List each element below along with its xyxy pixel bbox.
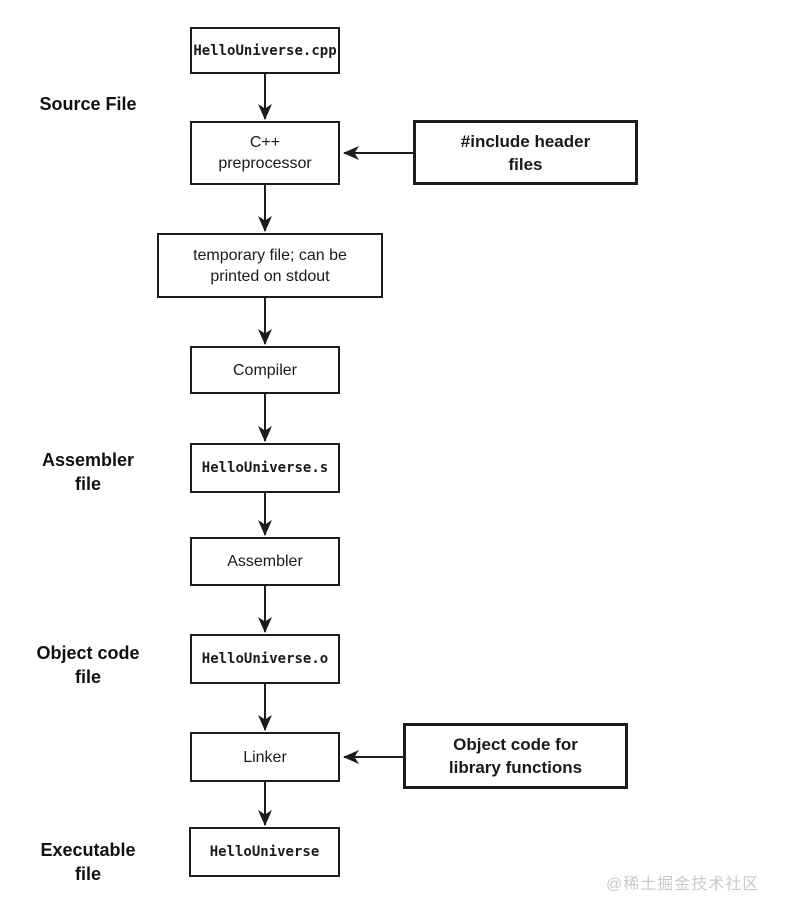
- label-line: Object code: [36, 643, 140, 663]
- callout-text: files: [508, 154, 543, 174]
- node-text: HelloUniverse.s: [201, 460, 329, 476]
- label-object-code-file: Object code file: [18, 641, 158, 689]
- watermark-text: @稀土掘金技术社区: [606, 876, 760, 893]
- node-text: printed on stdout: [210, 267, 330, 285]
- node-text: Compiler: [232, 361, 297, 379]
- label-line: Executable: [40, 840, 136, 860]
- callout-text: Object code for: [453, 735, 578, 754]
- label-line: file: [74, 864, 101, 884]
- node-cpp-preprocessor: C++ preprocessor: [190, 121, 340, 185]
- label-line: file: [74, 667, 101, 687]
- callout-library-object-code: Object code for library functions: [403, 723, 628, 789]
- node-linker: Linker: [190, 732, 340, 782]
- node-text: HelloUniverse: [209, 844, 320, 860]
- node-object-file: HelloUniverse.o: [190, 634, 340, 684]
- node-text: Linker: [243, 748, 287, 766]
- label-line: file: [74, 474, 101, 494]
- node-executable-file: HelloUniverse: [189, 827, 340, 877]
- node-cpp-source-file: HelloUniverse.cpp: [190, 27, 340, 74]
- node-text: temporary file; can be: [193, 246, 347, 264]
- node-text: preprocessor: [218, 155, 312, 172]
- node-assembler: Assembler: [190, 537, 340, 586]
- callout-include-header-files: #include header files: [413, 120, 638, 185]
- callout-text: #include header: [460, 131, 591, 151]
- label-executable-file: Executable file: [18, 838, 158, 886]
- node-compiler: Compiler: [190, 346, 340, 394]
- label-line: Source File: [39, 94, 137, 114]
- label-source-file: Source File: [18, 92, 158, 116]
- label-assembler-file: Assembler file: [18, 448, 158, 496]
- node-text: C++: [249, 134, 281, 151]
- node-text: HelloUniverse.cpp: [193, 42, 337, 59]
- node-assembly-file: HelloUniverse.s: [190, 443, 340, 493]
- node-temporary-file: temporary file; can be printed on stdout: [157, 233, 383, 298]
- label-line: Assembler: [41, 450, 135, 470]
- node-text: HelloUniverse.o: [201, 651, 329, 667]
- node-text: Assembler: [227, 553, 303, 570]
- callout-text: library functions: [448, 758, 583, 777]
